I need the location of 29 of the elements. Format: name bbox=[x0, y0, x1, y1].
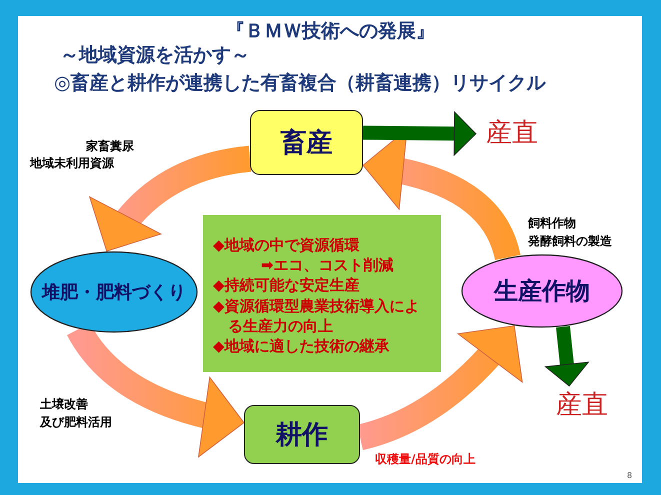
process-box bbox=[250, 110, 363, 175]
arrow-note: 及び肥料活用 bbox=[40, 414, 112, 431]
arrow-note: 発酵飼料の製造 bbox=[528, 233, 612, 250]
process-box bbox=[244, 405, 360, 464]
node-text: 堆肥・肥料づくり bbox=[42, 281, 186, 304]
arrow bbox=[362, 112, 476, 156]
subtitle: ～地域資源を活かす～ bbox=[60, 43, 250, 68]
page-number: 8 bbox=[627, 471, 632, 480]
arrow-note: 飼料作物 bbox=[528, 215, 576, 232]
node-text: 産直 bbox=[486, 116, 538, 150]
process-ellipse bbox=[30, 251, 198, 333]
slide-title: 『ＢＭＷ技術への発展』 bbox=[225, 19, 436, 44]
bullet-text: ◆地域の中で資源循環 bbox=[213, 234, 361, 255]
summary-panel bbox=[203, 215, 441, 372]
node-text: 耕作 bbox=[276, 419, 328, 452]
arrow-note: 地域未利用資源 bbox=[30, 155, 114, 172]
bullet-text: ➡エコ、コスト削減 bbox=[260, 255, 395, 276]
bullet-text: ◆資源循環型農業技術導入による生産力の向上 bbox=[213, 296, 421, 336]
arrow-note: 家畜糞尿 bbox=[86, 138, 134, 155]
subtitle: ◎畜産と耕作が連携した有畜複合（耕畜連携）リサイクル bbox=[54, 71, 546, 96]
arrow-note: 土壌改善 bbox=[40, 396, 88, 413]
bullet-text: ◆地域に適した技術の継承 bbox=[213, 336, 391, 356]
arrow bbox=[544, 326, 589, 387]
arrow-note: 収穫量/品質の向上 bbox=[375, 451, 476, 468]
node-text: 産直 bbox=[556, 388, 608, 422]
bullet-text: ◆持続可能な安定生産 bbox=[213, 275, 361, 296]
node-text: 生産作物 bbox=[494, 276, 590, 307]
node-text: 畜産 bbox=[280, 127, 332, 160]
process-ellipse bbox=[461, 254, 623, 328]
